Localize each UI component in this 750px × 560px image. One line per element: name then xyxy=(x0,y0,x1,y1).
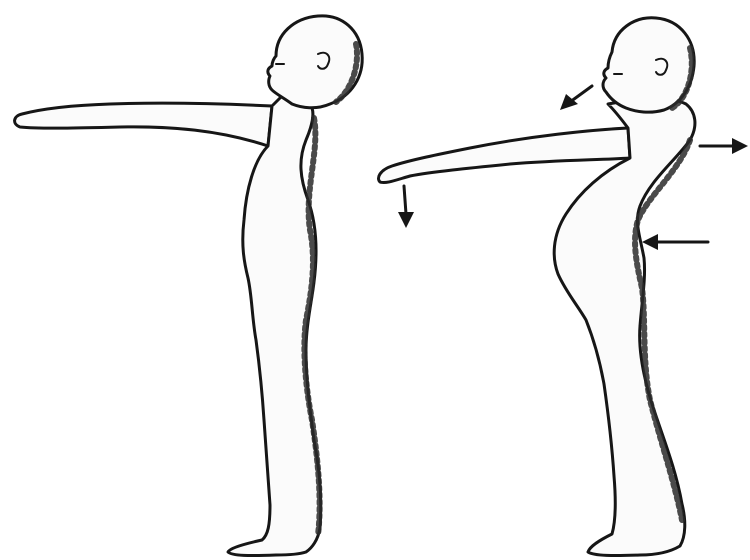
arrow-upper-back xyxy=(700,138,748,154)
arrow-hands-down xyxy=(398,186,414,228)
arrow-head-forward xyxy=(560,86,592,110)
figure-upright xyxy=(15,16,363,556)
figure-upright-arm xyxy=(15,103,272,146)
figure-compensated xyxy=(379,18,695,556)
figure-upright-head xyxy=(268,16,362,108)
arrow-lower-back xyxy=(642,234,708,250)
figure-compensated-arm xyxy=(379,128,631,183)
